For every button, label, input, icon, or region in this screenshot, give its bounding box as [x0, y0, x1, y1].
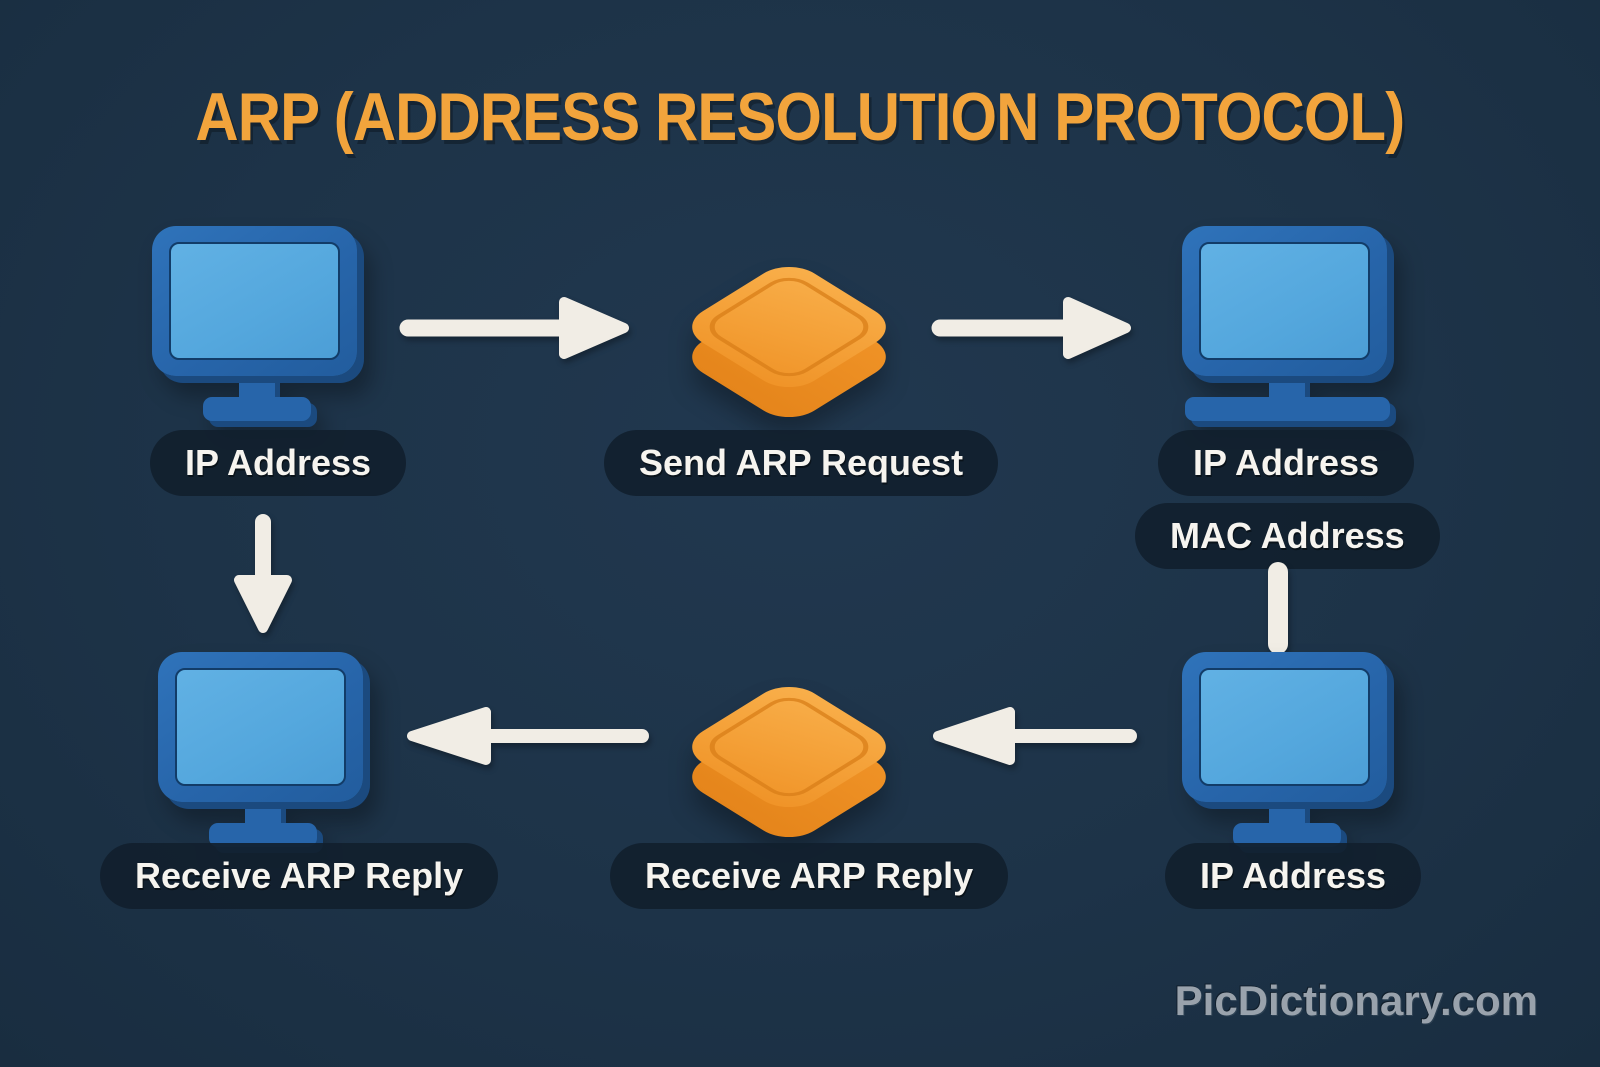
- connector-line: [1268, 562, 1288, 654]
- monitor-keyboard-base: [1184, 397, 1390, 421]
- monitor-frame: [1182, 226, 1387, 376]
- monitor-frame: [1182, 652, 1387, 802]
- watermark: PicDictionary.com: [1174, 977, 1538, 1024]
- arrow-right-icon: [399, 297, 629, 359]
- monitor-screen: [1199, 668, 1370, 786]
- label-receive-arp-reply-left: Receive ARP Reply: [100, 843, 499, 909]
- monitor-screen: [169, 242, 340, 360]
- label-target-ip: IP Address: [1158, 430, 1415, 496]
- computer-icon-top-right: [1182, 226, 1392, 421]
- monitor-base: [203, 397, 311, 421]
- monitor-screen: [175, 668, 346, 786]
- monitor-frame: [158, 652, 363, 802]
- monitor-frame: [152, 226, 357, 376]
- title-row: ARP (ADDRESS RESOLUTION PROTOCOL): [0, 78, 1600, 156]
- monitor-stand: [245, 800, 281, 826]
- label-target-ip-bottom: IP Address: [1165, 843, 1422, 909]
- arrow-right-icon: [931, 297, 1131, 359]
- diagram-title: ARP (ADDRESS RESOLUTION PROTOCOL): [195, 79, 1406, 155]
- arrow-left-icon: [933, 707, 1137, 765]
- computer-icon-top-left: [152, 226, 362, 421]
- monitor-stand: [1269, 374, 1305, 400]
- arrow-left-icon: [407, 707, 649, 765]
- computer-icon-bottom-left: [158, 652, 368, 847]
- computer-icon-bottom-right: [1182, 652, 1392, 847]
- label-send-arp-request: Send ARP Request: [604, 430, 999, 496]
- label-target-mac: MAC Address: [1135, 503, 1440, 569]
- monitor-stand: [239, 374, 275, 400]
- arp-reply-packet-icon: [672, 642, 907, 847]
- monitor-stand: [1269, 800, 1305, 826]
- arrow-down-icon: [234, 514, 292, 633]
- monitor-screen: [1199, 242, 1370, 360]
- label-sender-ip: IP Address: [150, 430, 407, 496]
- arp-request-packet-icon: [672, 222, 907, 427]
- label-receive-arp-reply-center: Receive ARP Reply: [610, 843, 1009, 909]
